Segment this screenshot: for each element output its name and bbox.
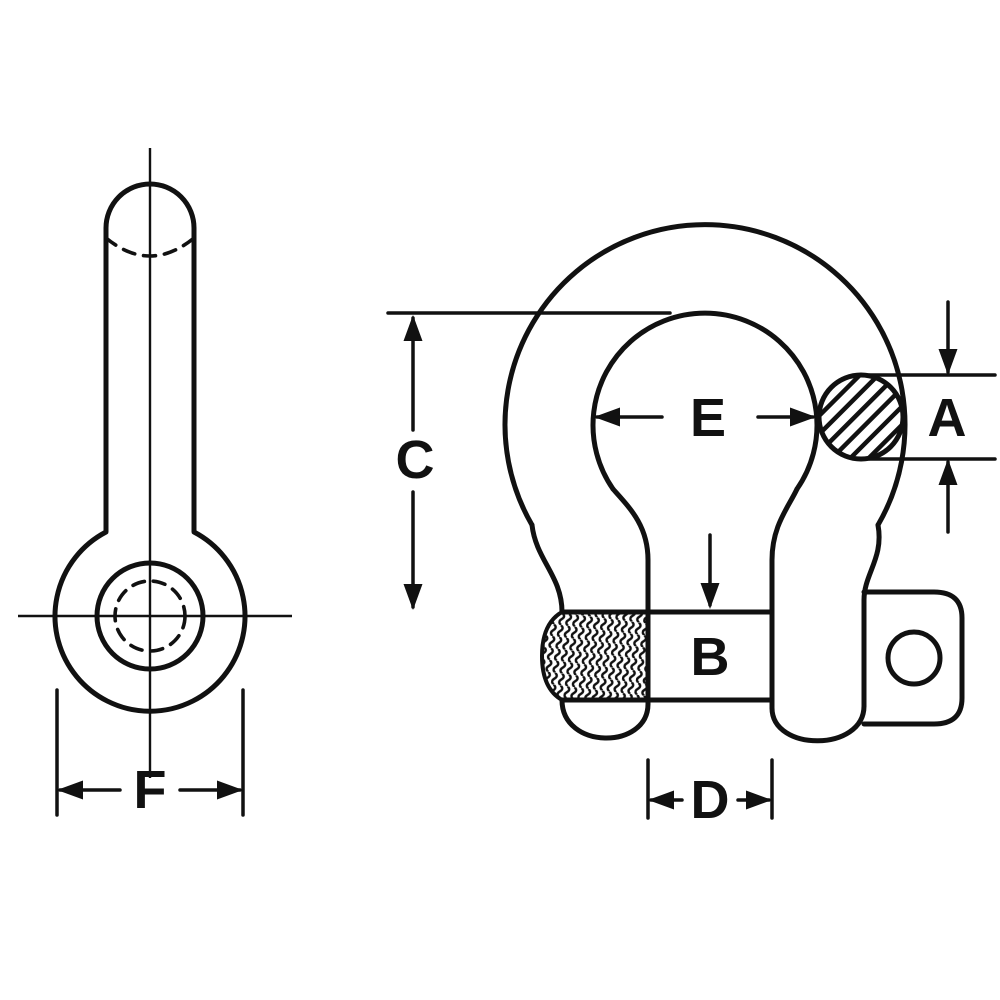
front-view	[502, 222, 965, 744]
section-circle-hatched	[816, 372, 906, 462]
right-leg-outer-edge	[861, 522, 882, 709]
dim-d-arrow-right	[746, 790, 772, 810]
side-view	[18, 148, 292, 778]
eye-boss-circle	[94, 560, 206, 672]
dim-c-arrow-down	[403, 584, 423, 610]
threaded-pin-section	[540, 610, 650, 702]
dim-f: F	[55, 688, 245, 820]
bow-outer-arc	[502, 222, 908, 528]
left-leg-bottom	[559, 697, 651, 741]
dim-b-arrow-down	[700, 583, 720, 609]
dim-label-b: B	[691, 627, 730, 687]
dim-label-e: E	[690, 388, 726, 448]
dome-hidden-line	[104, 236, 196, 258]
dim-label-a: A	[928, 388, 967, 448]
dim-f-arrow-right	[217, 780, 243, 800]
dim-d-extension-lines	[646, 758, 774, 820]
right-leg-bottom	[769, 703, 867, 744]
left-leg-outer-fillet	[529, 522, 565, 615]
dim-d-arrow-left	[648, 790, 674, 810]
dim-label-f: F	[134, 760, 167, 820]
dim-c: C	[386, 311, 672, 610]
dim-a-arrow-up	[938, 459, 958, 485]
left-leg-inner-edge	[610, 486, 651, 707]
dim-d: D	[646, 758, 774, 830]
dim-f-arrow-left	[57, 780, 83, 800]
dim-a-extension-lines	[868, 373, 997, 461]
dim-a: A	[868, 300, 997, 534]
dim-f-extension-lines	[55, 688, 245, 817]
right-leg-inner-edge	[769, 486, 800, 711]
dim-b: B	[691, 533, 730, 687]
dim-e: E	[594, 388, 816, 448]
dim-c-arrow-up	[403, 315, 423, 341]
dim-a-arrow-down	[938, 349, 958, 375]
eye-hidden-hole	[113, 579, 187, 653]
pin-head-hole	[885, 629, 943, 687]
dim-label-c: C	[396, 430, 435, 490]
dim-label-d: D	[691, 770, 730, 830]
dimensions: C E A B	[55, 300, 997, 830]
dim-e-arrow-right	[790, 407, 816, 427]
dim-e-arrow-left	[594, 407, 620, 427]
pin-head	[861, 589, 965, 727]
pin-body-outline	[52, 181, 248, 714]
